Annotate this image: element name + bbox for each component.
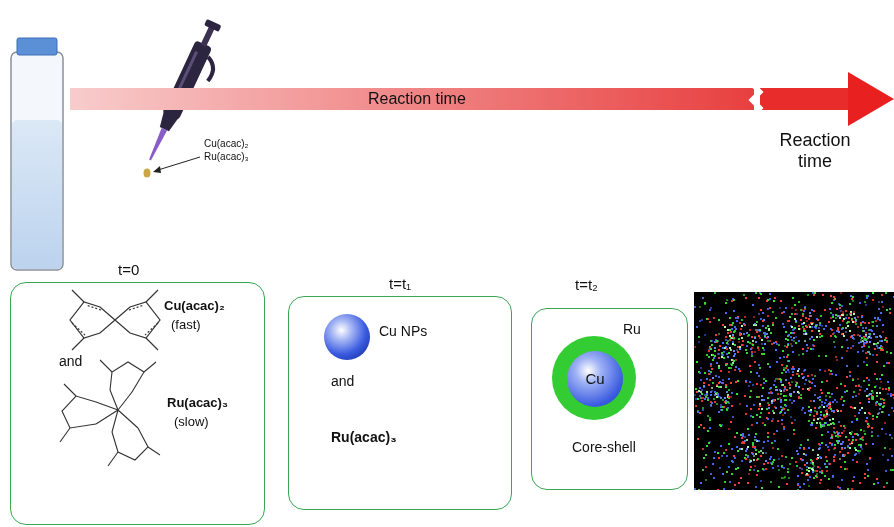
reagent-label: Ru(acac)₃ <box>204 151 249 163</box>
ru-shell <box>552 336 636 420</box>
shell-label: Ru <box>623 321 641 337</box>
time-heading: t=t₂ <box>575 276 598 293</box>
conjunction: and <box>59 353 82 369</box>
rate-note: (slow) <box>174 415 209 430</box>
stage-box: Cut=t₂RuCore-shell <box>531 308 688 490</box>
edx-map <box>694 292 894 490</box>
compound-name: Ru(acac)₃ <box>167 396 228 411</box>
reagent-label: Cu(acac)₂ <box>204 138 248 150</box>
stage-box: t=0Cu(acac)₂(fast)andRu(acac)₃(slow) <box>10 282 265 525</box>
cu-nanoparticle <box>324 314 370 360</box>
time-heading: t=0 <box>118 261 139 278</box>
drop <box>144 169 151 178</box>
cu-acac-structure <box>70 290 160 350</box>
axis-label: Reaction time <box>368 90 466 108</box>
stage-box: t=t₁Cu NPsandRu(acac)₃ <box>288 296 512 510</box>
time-arrow <box>70 72 894 126</box>
compound-name: Cu(acac)₂ <box>164 299 225 314</box>
ru-acac-structure <box>60 360 160 466</box>
rate-note: (fast) <box>171 318 201 333</box>
axis-label: Reaction time <box>765 130 865 171</box>
time-heading: t=t₁ <box>389 275 411 292</box>
cu-core: Cu <box>567 351 623 407</box>
leader-arrow <box>153 157 200 173</box>
conjunction: and <box>331 373 354 389</box>
structure-label: Core-shell <box>572 439 636 455</box>
particle-label: Cu NPs <box>379 323 427 339</box>
compound-name: Ru(acac)₃ <box>331 429 397 445</box>
vial <box>11 38 63 270</box>
core-label: Cu <box>585 370 604 387</box>
